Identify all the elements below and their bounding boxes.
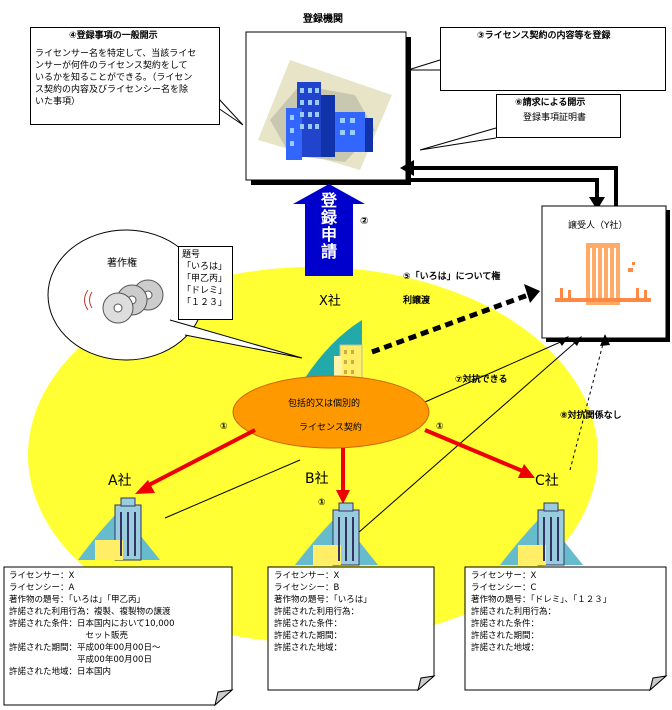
card-line: ライセンシー：B	[274, 583, 340, 593]
no-oppose-label: ⑧対抗関係なし	[560, 411, 622, 421]
disclosure-line: ンサーが何件のライセンス契約をして	[35, 61, 188, 71]
card-line: ライセンシー：C	[471, 583, 537, 593]
request-callout: ⑥請求による開示 登録事項証明書	[496, 94, 621, 138]
assignee-label: 譲受人（Y社）	[568, 221, 628, 231]
contract-oval	[232, 375, 430, 449]
card-line: 許諾された条件：	[471, 619, 540, 629]
application-label: 登録申請	[320, 191, 337, 261]
b-company-label: B社	[305, 471, 329, 487]
card-line: 著作物の題号：「ドレミ」、「１２３」	[471, 595, 612, 605]
disclosure-callout-tail	[217, 97, 244, 126]
titles-line: 「甲乙丙」	[182, 274, 228, 284]
license-card-c: ライセンサー：X ライセンシー：C 著作物の題号：「ドレミ」、「１２３」 許諾さ…	[471, 570, 611, 654]
card-line: 許諾された利用行為：	[274, 607, 360, 617]
card-line: 許諾された地域：	[274, 643, 343, 653]
disclosure-line: ス契約の内容及びライセンシー名を除	[35, 85, 189, 95]
a-company-building-icon	[78, 497, 160, 561]
card-line: 許諾された期間：	[274, 631, 343, 641]
a-num: ①	[220, 422, 228, 432]
card-line: 許諾された条件：	[274, 619, 343, 629]
c-company-building-icon	[500, 502, 583, 566]
license-arrows	[135, 428, 535, 504]
titles-line: 「ドレミ」	[182, 286, 228, 296]
card-line: ライセンサー：X	[274, 571, 340, 581]
b-company-building-icon	[295, 502, 378, 566]
card-line: 許諾された利用行為：	[471, 607, 557, 617]
transfer-label: ⑤「いろは」について権	[403, 272, 501, 282]
titles-line: 「１２３」	[182, 298, 228, 308]
card-line: ライセンサー：X	[471, 571, 537, 581]
request-title: ⑥請求による開示	[515, 98, 586, 108]
transfer-label-2: 利譲渡	[403, 296, 431, 306]
copyright-label: 著作権	[107, 258, 137, 269]
x-company-label: X社	[319, 294, 341, 309]
register-callout: ③ライセンス契約の内容等を登録	[440, 27, 666, 91]
card-line: 許諾された期間：平成00年00月00日～	[9, 643, 161, 653]
licensor-zone-ellipse	[28, 267, 598, 643]
x-company-building-icon	[305, 320, 363, 381]
register-callout-tail	[407, 59, 446, 71]
request-body: 登録事項証明書	[523, 113, 587, 123]
c-company-label: C社	[535, 473, 559, 489]
oppose-label: ⑦対抗できる	[455, 375, 508, 385]
disclosure-arrow	[411, 178, 599, 200]
card-line: 許諾された地域：	[471, 643, 540, 653]
card-line: ライセンサー：X	[9, 571, 75, 581]
disclosure-line: いた事項）	[35, 97, 81, 107]
card-line: ライセンシー：A	[9, 583, 75, 593]
card-line: 許諾された利用行為：複製、複製物の譲渡	[9, 607, 171, 617]
card-line: セット販売	[9, 631, 129, 641]
registry-building-icon	[258, 60, 392, 170]
license-card-b: ライセンサー：X ライセンシー：B 著作物の題号：「いろは」 許諾された利用行為…	[274, 570, 372, 654]
card-line: 許諾された期間：	[471, 631, 540, 641]
b-num: ①	[318, 498, 326, 508]
oppose-line	[424, 339, 566, 403]
disclosure-line: ライセンサー名を特定して、当該ライセ	[35, 49, 197, 59]
assignee-building-icon	[555, 243, 651, 305]
titles-line: 「いろは」	[182, 262, 228, 272]
titles-line: 題号	[182, 250, 201, 260]
a-company-label: A社	[108, 473, 132, 489]
request-arrow	[411, 166, 618, 210]
card-line: 著作物の題号：「いろは」「甲乙丙」	[9, 595, 146, 605]
application-num: ②	[360, 216, 369, 227]
registry-title: 登録機関	[303, 14, 343, 25]
application-arrow	[293, 184, 365, 276]
card-line: 許諾された地域：日本国内	[9, 667, 112, 677]
disclosure-title: ④登録事項の一般開示	[69, 31, 158, 41]
request-callout-tail	[419, 127, 497, 151]
card-line: 許諾された条件：日本国内において10,000	[9, 619, 175, 629]
disclosure-callout: ④登録事項の一般開示 ライセンサー名を特定して、当該ライセ ンサーが何件のライセ…	[30, 27, 220, 125]
transfer-arrow	[371, 292, 529, 355]
contract-line-2: ライセンス契約	[299, 423, 362, 433]
contract-line-1: 包括的又は個別的	[288, 399, 361, 409]
no-oppose-line	[569, 339, 605, 471]
card-line: 著作物の題号：「いろは」	[274, 595, 372, 605]
register-title: ③ライセンス契約の内容等を登録	[477, 31, 611, 41]
titles-box: 題号 「いろは」 「甲乙丙」 「ドレミ」 「１２３」	[178, 246, 233, 320]
c-num: ①	[436, 422, 444, 432]
card-line: 平成00年00月00日	[9, 655, 152, 665]
disclosure-line: いるかを知ることができる。（ライセン	[35, 73, 193, 83]
discs-icon	[84, 279, 164, 324]
license-card-a: ライセンサー：X ライセンシー：A 著作物の題号：「いろは」「甲乙丙」 許諾され…	[9, 570, 175, 678]
